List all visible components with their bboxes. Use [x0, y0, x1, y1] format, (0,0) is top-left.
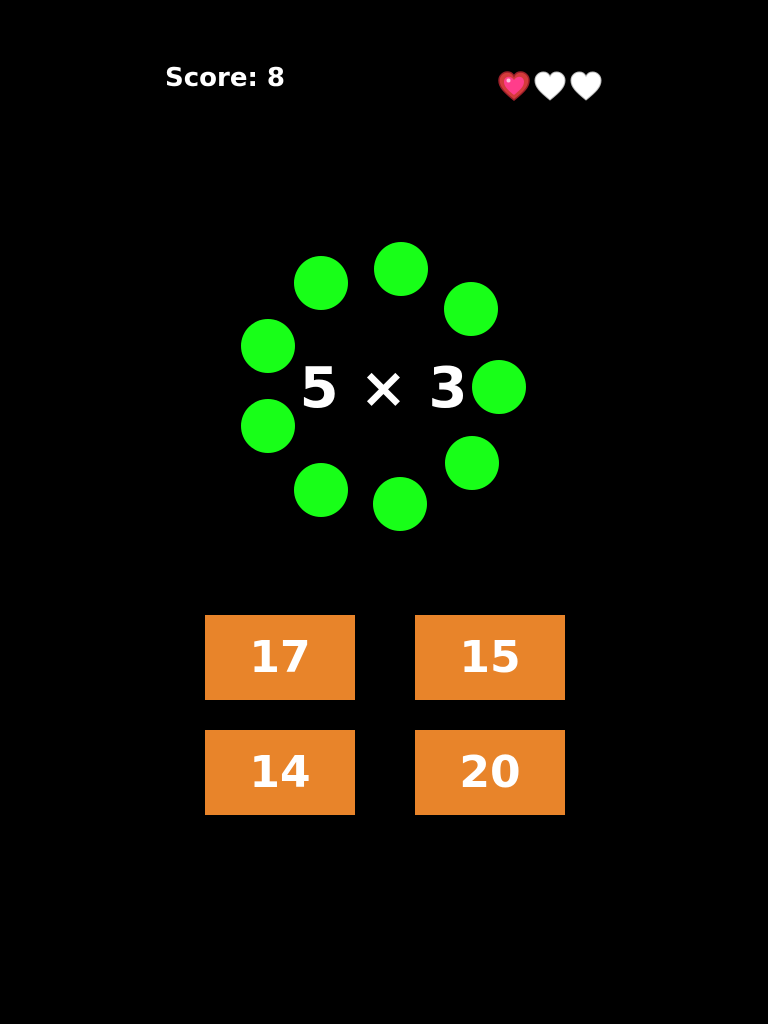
timer-dot: [373, 477, 427, 531]
white-heart-icon: [534, 71, 566, 101]
score-label: Score: 8: [165, 63, 285, 93]
timer-dot: [444, 282, 498, 336]
timer-dot: [472, 360, 526, 414]
white-heart-icon: [570, 71, 602, 101]
lives-indicator: [497, 70, 605, 106]
sparkling-heart-icon: [498, 71, 530, 101]
timer-dot: [374, 242, 428, 296]
timer-dot: [294, 463, 348, 517]
answer-button[interactable]: 17: [205, 615, 355, 700]
timer-dot: [241, 319, 295, 373]
math-problem: 5 × 3: [299, 355, 469, 421]
answer-button[interactable]: 20: [415, 730, 565, 815]
answer-button[interactable]: 14: [205, 730, 355, 815]
timer-dot: [445, 436, 499, 490]
timer-dot: [294, 256, 348, 310]
timer-dot: [241, 399, 295, 453]
answer-button[interactable]: 15: [415, 615, 565, 700]
